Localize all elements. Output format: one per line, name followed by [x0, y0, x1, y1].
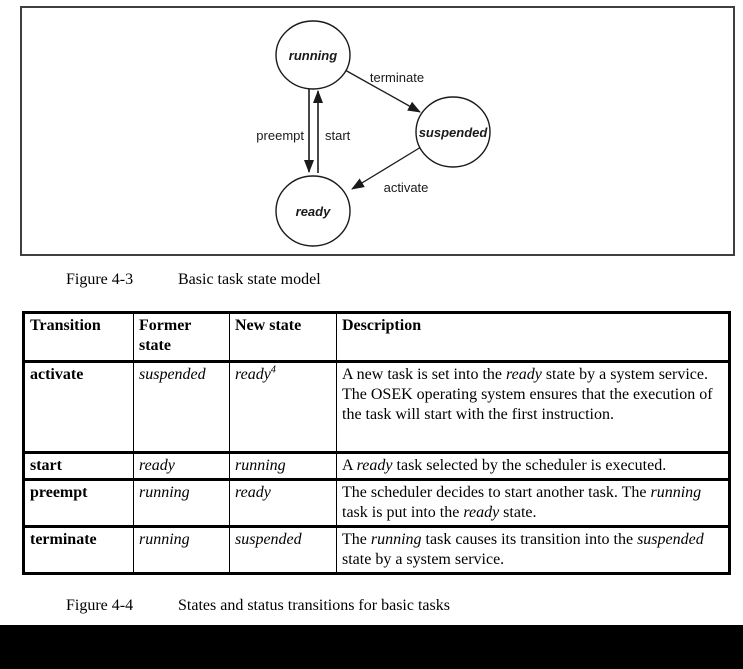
activate-arrow: [351, 146, 422, 190]
col-header-transition: Transition: [30, 317, 101, 334]
state-label-suspended: suspended: [419, 125, 489, 140]
description-cell: The scheduler decides to start another t…: [336, 479, 730, 527]
table-row-preempt: preempt running ready The scheduler deci…: [23, 479, 730, 527]
figure-4-4-text: States and status transitions for basic …: [178, 597, 450, 614]
transition-cell: terminate: [30, 531, 97, 548]
transition-cell: preempt: [30, 484, 88, 501]
figure-4-3-text: Basic task state model: [178, 271, 321, 288]
transition-cell: activate: [30, 366, 84, 383]
new-state-cell: ready: [229, 479, 337, 527]
former-state-cell: suspended: [133, 361, 230, 453]
task-transitions-table: Transition Former state New state Descri…: [22, 311, 731, 575]
transition-cell: start: [30, 457, 62, 474]
preempt-label: preempt: [256, 128, 304, 143]
figure-4-3-label: Figure 4-3: [66, 271, 134, 288]
table-row-terminate: terminate running suspended The running …: [23, 526, 730, 574]
figure-4-4-caption: Figure 4-4 States and status transitions…: [66, 596, 450, 615]
table-row-start: start ready running A ready task selecte…: [23, 452, 730, 480]
state-node-suspended: [415, 96, 491, 168]
new-state-cell: ready4: [229, 361, 337, 453]
table-header-row: Transition Former state New state Descri…: [23, 312, 730, 362]
state-label-running: running: [289, 48, 337, 63]
col-header-former-state: Former state: [133, 312, 230, 362]
terminate-arrow: [344, 69, 421, 113]
state-label-ready: ready: [296, 204, 331, 219]
start-label: start: [325, 128, 351, 143]
task-state-diagram-svg: running suspended ready terminate preemp…: [256, 20, 491, 247]
col-header-description: Description: [336, 312, 730, 362]
new-state-cell: suspended: [229, 526, 337, 574]
bottom-black-bar: [0, 625, 743, 669]
former-state-cell: running: [133, 479, 230, 527]
former-state-cell: running: [133, 526, 230, 574]
description-cell: A new task is set into the ready state b…: [336, 361, 730, 453]
description-cell: A ready task selected by the scheduler i…: [336, 452, 730, 480]
col-header-new-state: New state: [229, 312, 337, 362]
former-state-cell: ready: [133, 452, 230, 480]
figure-4-3-caption: Figure 4-3 Basic task state model: [66, 270, 321, 289]
new-state-cell: running: [229, 452, 337, 480]
state-node-running: [275, 20, 351, 90]
state-node-ready: [275, 175, 351, 247]
footnote-4-marker: 4: [270, 364, 276, 376]
table-row-activate: activate suspended ready4 A new task is …: [23, 361, 730, 453]
description-cell: The running task causes its transition i…: [336, 526, 730, 574]
terminate-label: terminate: [370, 70, 424, 85]
figure-4-4-label: Figure 4-4: [66, 597, 134, 614]
activate-label: activate: [384, 180, 429, 195]
task-state-diagram-box: running suspended ready terminate preemp…: [20, 6, 735, 256]
